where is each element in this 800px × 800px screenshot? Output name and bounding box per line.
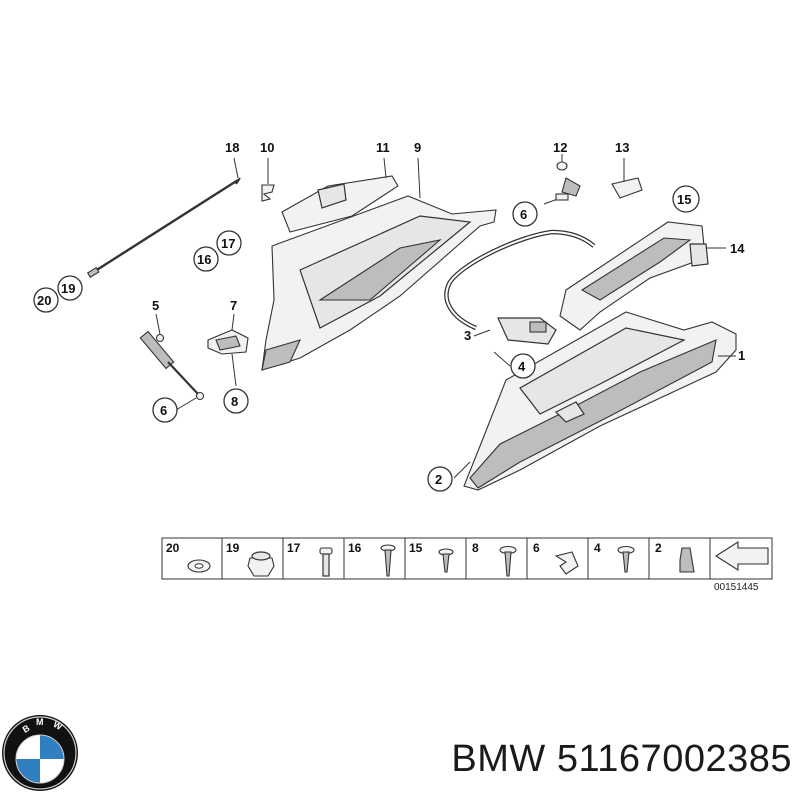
callout-label: 19 xyxy=(61,281,75,296)
callout-label: 11 xyxy=(376,140,390,155)
clip-part xyxy=(261,184,275,202)
part-number: 51167002385 xyxy=(556,738,792,780)
callout-label: 16 xyxy=(197,252,211,267)
callout-label: 6 xyxy=(520,207,527,222)
strip-label: 16 xyxy=(348,541,362,555)
callout-label: 13 xyxy=(615,140,629,155)
strip-label: 4 xyxy=(594,541,601,555)
svg-text:M: M xyxy=(36,717,44,727)
callout-label: 8 xyxy=(231,394,238,409)
hardware-strip: 20 19 17 16 15 8 6 4 2 0015 xyxy=(161,537,773,593)
top-panel-part xyxy=(281,175,399,233)
strip-label: 17 xyxy=(287,541,301,555)
strip-label: 19 xyxy=(226,541,240,555)
callout-label: 1 xyxy=(738,348,745,363)
strip-label: 2 xyxy=(655,541,662,555)
connector-part xyxy=(543,161,581,205)
leader-lines xyxy=(155,154,736,479)
callout-label: 14 xyxy=(730,241,745,256)
strip-label: 15 xyxy=(409,541,423,555)
latch-rail-part xyxy=(559,221,709,331)
cable-part xyxy=(444,229,596,345)
callout-label: 12 xyxy=(553,140,567,155)
callout-label: 9 xyxy=(414,140,421,155)
frame-part xyxy=(261,195,497,371)
callout-label: 4 xyxy=(518,359,526,374)
diagram-code: 00151445 xyxy=(714,582,759,593)
callout-label: 7 xyxy=(230,298,237,313)
strut-part xyxy=(139,330,205,401)
glove-box-part xyxy=(463,311,737,491)
callout-label: 3 xyxy=(464,328,471,343)
brand-name: BMW xyxy=(451,738,546,780)
callout-label: 6 xyxy=(160,403,167,418)
callout-label: 20 xyxy=(37,293,51,308)
strip-label: 8 xyxy=(472,541,479,555)
part-number-caption: BMW 51167002385 xyxy=(380,738,792,781)
block-part xyxy=(611,177,643,199)
strip-label: 6 xyxy=(533,541,540,555)
bracket-part xyxy=(207,329,249,355)
rod-part xyxy=(86,177,241,278)
callout-label: 15 xyxy=(677,192,691,207)
callout-label: 17 xyxy=(221,236,235,251)
callout-label: 18 xyxy=(225,140,239,155)
strip-label: 20 xyxy=(166,541,180,555)
callout-label: 10 xyxy=(260,140,274,155)
callout-label: 2 xyxy=(435,472,442,487)
bmw-logo: B M W xyxy=(2,715,78,791)
callout-labels: 18 10 11 9 12 13 6 15 14 17 16 19 20 5 7… xyxy=(33,140,745,492)
svg-text:B: B xyxy=(21,723,32,735)
callout-label: 5 xyxy=(152,298,159,313)
